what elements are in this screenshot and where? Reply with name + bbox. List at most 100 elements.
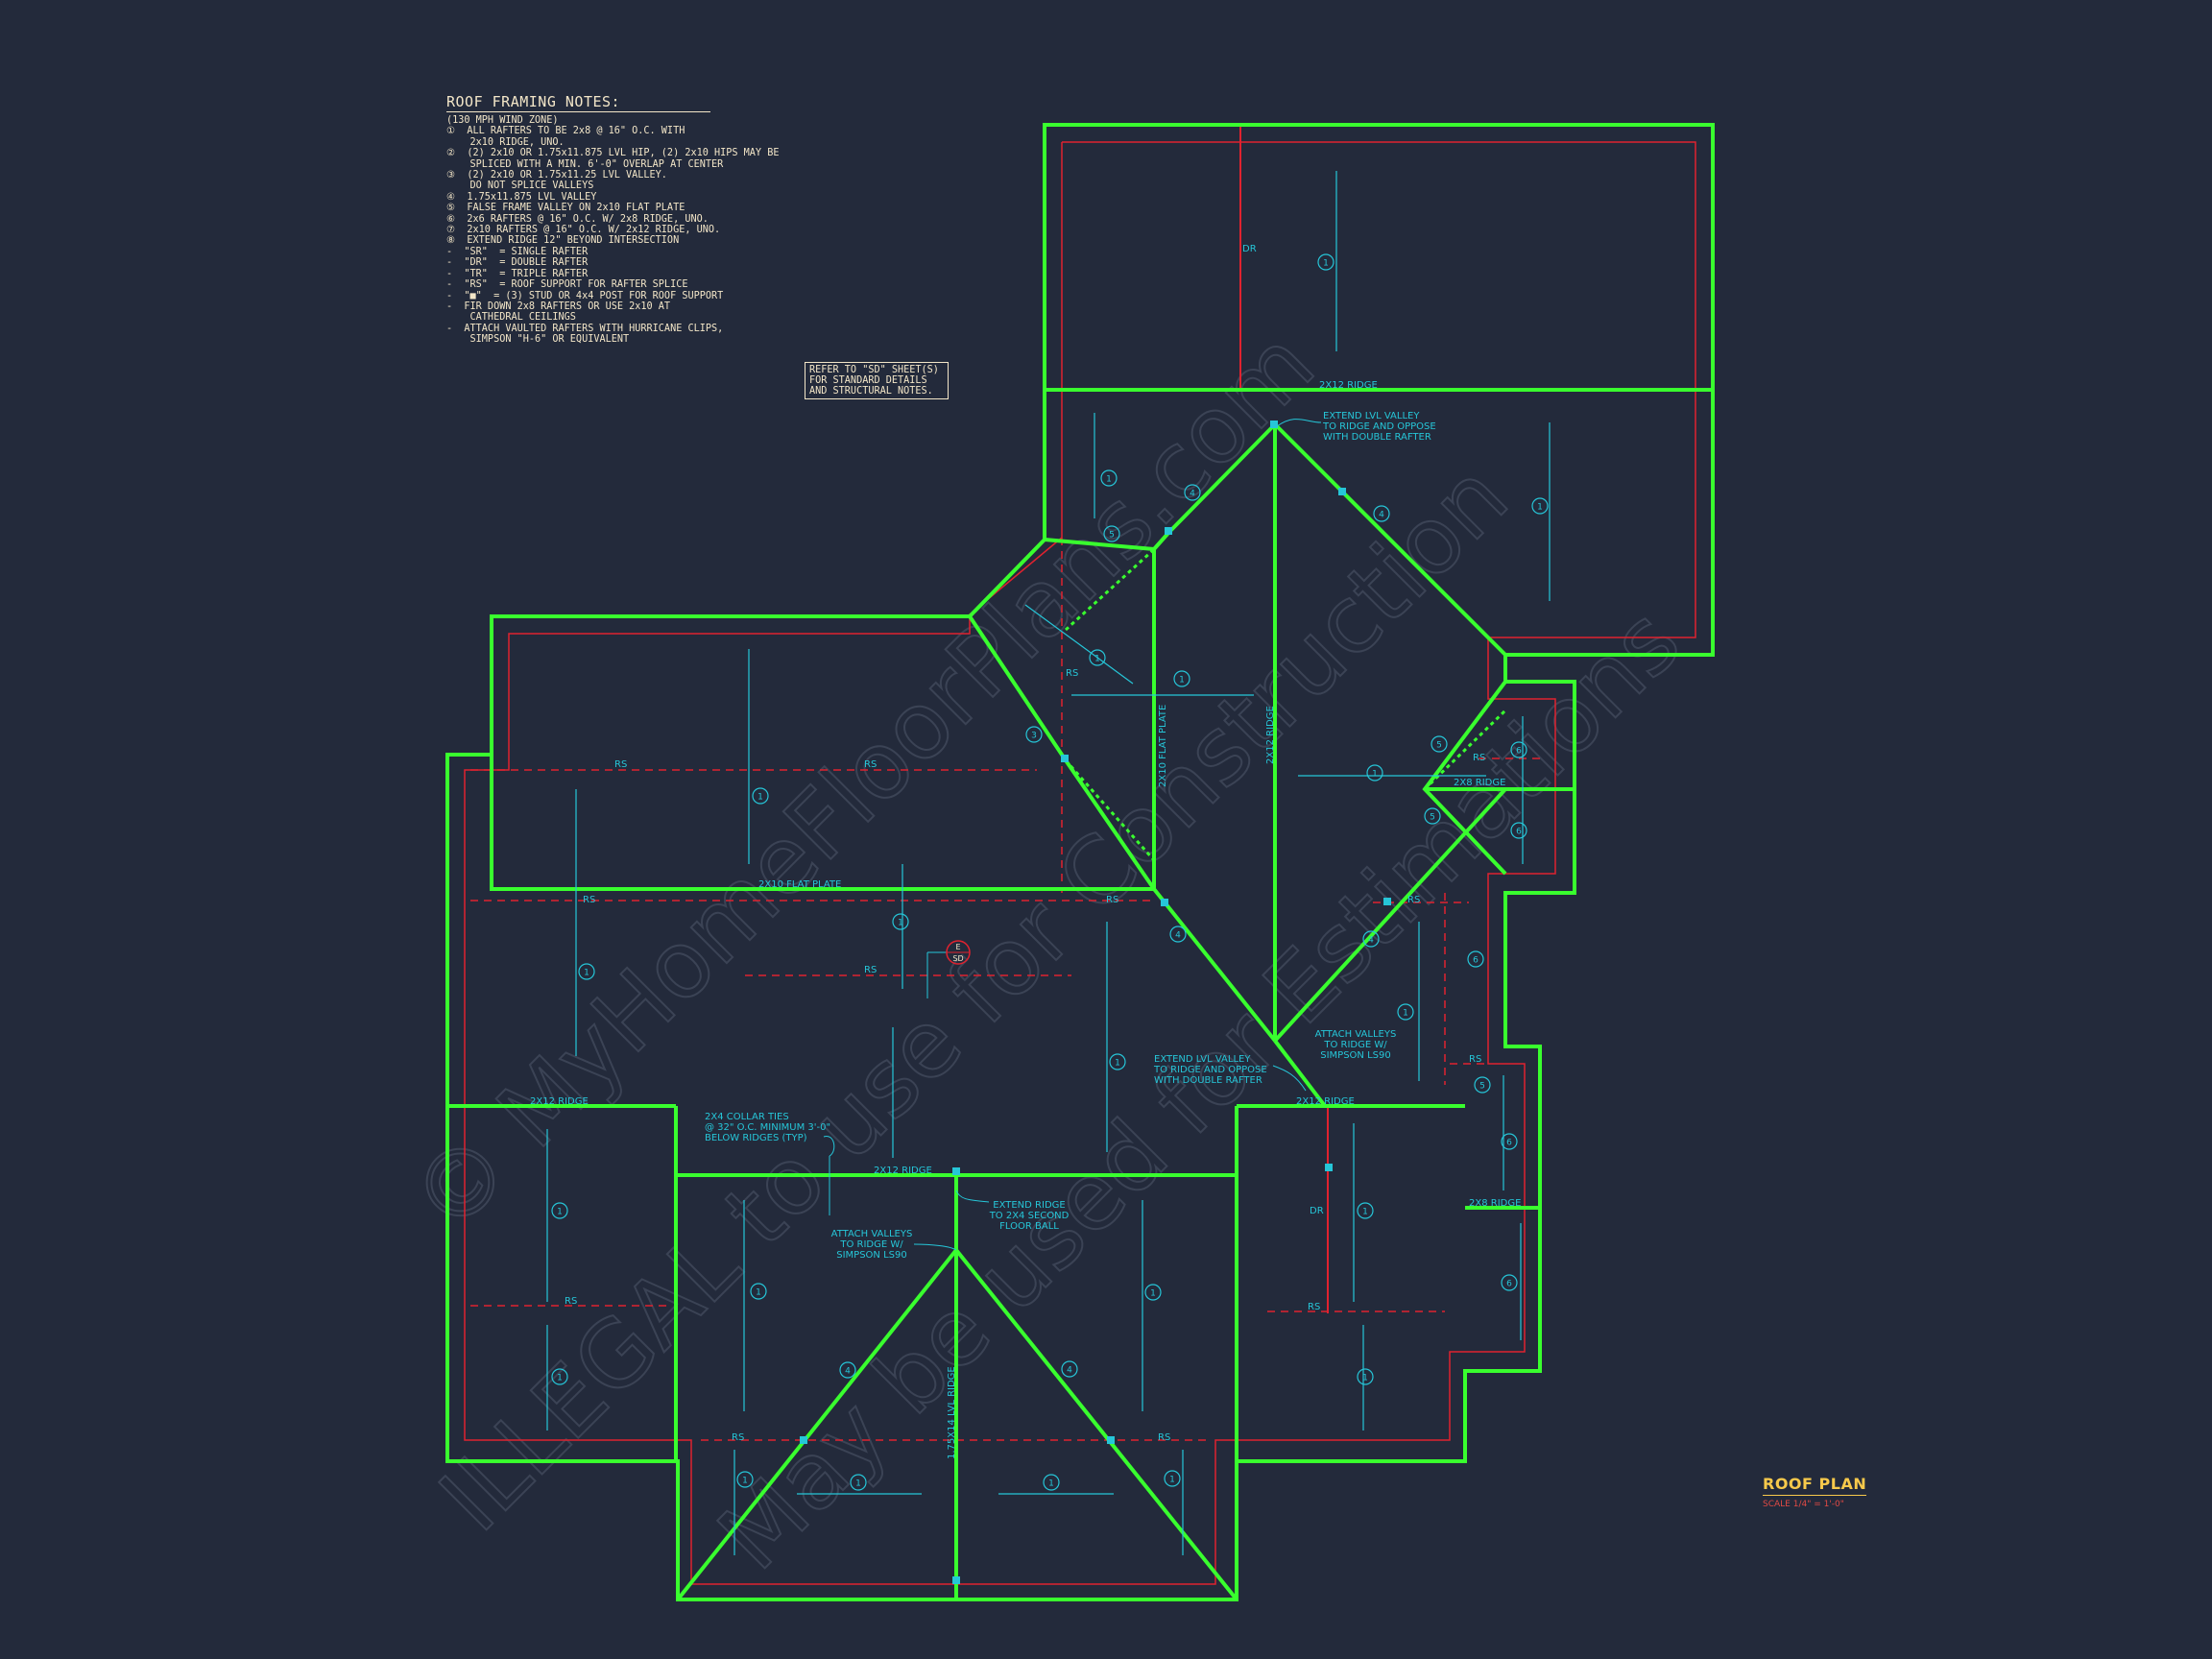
note-circle-number: 1 bbox=[1403, 1009, 1408, 1019]
note-circle-ring bbox=[850, 1474, 867, 1491]
note-line: - ATTACH VAULTED RAFTERS WITH HURRICANE … bbox=[446, 323, 724, 334]
note-circle-number: 1 bbox=[1106, 475, 1112, 485]
note-circle-ring bbox=[1061, 1360, 1078, 1378]
note-circle-number: 1 bbox=[757, 793, 763, 803]
label-2x12-ridge-left: 2X12 RIDGE bbox=[530, 1096, 589, 1107]
note-circle-ring bbox=[1144, 1284, 1162, 1301]
svg-text:TO RIDGE AND OPPOSE: TO RIDGE AND OPPOSE bbox=[1322, 421, 1436, 432]
note-circle: 1 bbox=[551, 1368, 568, 1385]
note-circle-number: 1 bbox=[1115, 1059, 1120, 1069]
note-circle-ring bbox=[892, 913, 909, 930]
note-circle: 6 bbox=[1501, 1133, 1518, 1150]
post-marker bbox=[1061, 755, 1069, 762]
svg-text:ATTACH VALLEYS: ATTACH VALLEYS bbox=[1315, 1029, 1397, 1040]
note-circle-number: 5 bbox=[1479, 1082, 1485, 1092]
note-circle-number: 1 bbox=[855, 1479, 861, 1489]
note-circle-number: 6 bbox=[1516, 828, 1522, 837]
label-2x12-ridge-center: 2X12 RIDGE bbox=[874, 1166, 932, 1176]
note-circle-ring bbox=[1164, 1470, 1181, 1487]
note-circle-ring bbox=[1510, 822, 1527, 839]
note-line: - FIR DOWN 2x8 RAFTERS OR USE 2x10 AT bbox=[446, 301, 671, 312]
note-line: SPLICED WITH A MIN. 6'-0" OVERLAP AT CEN… bbox=[446, 158, 724, 170]
label-rs: RS bbox=[1066, 668, 1078, 679]
label-rs: RS bbox=[565, 1296, 577, 1307]
note-circle-ring bbox=[1431, 735, 1448, 753]
svg-text:WITH DOUBLE RAFTER: WITH DOUBLE RAFTER bbox=[1154, 1075, 1262, 1086]
note-circle: 4 bbox=[1184, 484, 1201, 501]
note-circle: 1 bbox=[752, 787, 769, 805]
note-circle-ring bbox=[1467, 950, 1484, 968]
svg-text:EXTEND LVL VALLEY: EXTEND LVL VALLEY bbox=[1323, 411, 1420, 421]
note-circle-number: 1 bbox=[584, 969, 589, 978]
note-circle: 1 bbox=[1366, 764, 1383, 781]
post-marker bbox=[1383, 898, 1391, 905]
label-flat-plate: 2X10 FLAT PLATE bbox=[758, 879, 841, 890]
svg-text:TO RIDGE AND OPPOSE: TO RIDGE AND OPPOSE bbox=[1153, 1065, 1267, 1075]
label-2x12-ridge: 2X12 RIDGE bbox=[1319, 380, 1378, 391]
note-circle: 1 bbox=[1100, 469, 1118, 487]
note-line: ⑥ 2x6 RAFTERS @ 16" O.C. W/ 2x8 RIDGE, U… bbox=[446, 213, 709, 225]
note-circle: 1 bbox=[1144, 1284, 1162, 1301]
label-rs: RS bbox=[1106, 895, 1118, 905]
callout-attach-valleys-left: ATTACH VALLEYS TO RIDGE W/ SIMPSON LS90 bbox=[831, 1229, 913, 1261]
note-circle-number: 4 bbox=[1368, 936, 1374, 946]
note-circle: 6 bbox=[1510, 741, 1527, 758]
note-circle-number: 3 bbox=[1031, 732, 1037, 741]
refer-line: REFER TO "SD" SHEET(S) bbox=[809, 365, 939, 375]
note-circle-ring bbox=[1424, 807, 1441, 825]
note-circle-ring bbox=[1357, 1202, 1374, 1219]
note-circle-number: 1 bbox=[1094, 655, 1100, 664]
svg-text:EXTEND RIDGE: EXTEND RIDGE bbox=[993, 1200, 1065, 1211]
label-2x12-ridge-vertical: 2X12 RIDGE bbox=[1265, 706, 1276, 764]
note-circle-ring bbox=[1169, 926, 1187, 943]
svg-text:TO RIDGE W/: TO RIDGE W/ bbox=[1323, 1040, 1387, 1050]
note-circle-ring bbox=[1510, 741, 1527, 758]
refer-line: AND STRUCTURAL NOTES. bbox=[809, 386, 933, 397]
note-line: - "DR" = DOUBLE RAFTER bbox=[446, 257, 589, 269]
callout-collar-ties: 2X4 COLLAR TIES @ 32" O.C. MINIMUM 3'-0"… bbox=[705, 1112, 830, 1143]
note-line: ① ALL RAFTERS TO BE 2x8 @ 16" O.C. WITH bbox=[446, 126, 685, 137]
note-circle-number: 5 bbox=[1436, 741, 1442, 751]
note-circle: 1 bbox=[1531, 497, 1549, 515]
post-marker bbox=[1107, 1436, 1115, 1444]
note-circle-ring bbox=[1103, 525, 1120, 542]
note-circle: 1 bbox=[1357, 1368, 1374, 1385]
post-marker bbox=[1270, 421, 1278, 428]
svg-text:@ 32" O.C. MINIMUM 3'-0": @ 32" O.C. MINIMUM 3'-0" bbox=[705, 1122, 830, 1133]
note-circle: 4 bbox=[839, 1361, 856, 1379]
roof-lines bbox=[445, 123, 1715, 1601]
hip-line bbox=[1273, 422, 1507, 657]
note-circle: 5 bbox=[1103, 525, 1120, 542]
svg-text:BELOW RIDGES (TYP): BELOW RIDGES (TYP) bbox=[705, 1133, 807, 1143]
label-2x8-ridge-lower: 2X8 RIDGE bbox=[1469, 1198, 1521, 1209]
hip-line bbox=[954, 1248, 1238, 1601]
post-markers bbox=[800, 421, 1391, 1584]
svg-text:WITH DOUBLE RAFTER: WITH DOUBLE RAFTER bbox=[1323, 432, 1431, 443]
note-circle-ring bbox=[1474, 1076, 1491, 1094]
note-circle-ring bbox=[1373, 505, 1390, 522]
note-circle: 1 bbox=[1164, 1470, 1181, 1487]
section-marker-top: E bbox=[955, 943, 960, 951]
label-rs: RS bbox=[864, 759, 877, 770]
note-circle-number: 6 bbox=[1506, 1139, 1512, 1148]
note-circle-ring bbox=[1100, 469, 1118, 487]
note-line: 2x10 RIDGE, UNO. bbox=[446, 136, 565, 148]
note-circle-ring bbox=[1501, 1274, 1518, 1291]
post-marker bbox=[952, 1167, 960, 1175]
valley-line bbox=[968, 614, 1068, 762]
note-line: ⑦ 2x10 RAFTERS @ 16" O.C. W/ 2x12 RIDGE,… bbox=[446, 225, 721, 236]
note-circle-number: 1 bbox=[1169, 1476, 1175, 1485]
hip-line bbox=[1167, 422, 1277, 534]
flat-plate-outline bbox=[490, 616, 1154, 891]
note-circle-ring bbox=[750, 1283, 767, 1300]
hip-line bbox=[1044, 538, 1155, 551]
note-circle-ring bbox=[1397, 1003, 1414, 1021]
post-marker bbox=[1165, 527, 1172, 535]
note-circle-ring bbox=[736, 1471, 754, 1488]
valley-line bbox=[1064, 758, 1156, 891]
note-circle-ring bbox=[551, 1202, 568, 1219]
note-circle: 4 bbox=[1373, 505, 1390, 522]
svg-text:EXTEND LVL VALLEY: EXTEND LVL VALLEY bbox=[1154, 1054, 1251, 1065]
post-marker bbox=[1325, 1164, 1333, 1171]
